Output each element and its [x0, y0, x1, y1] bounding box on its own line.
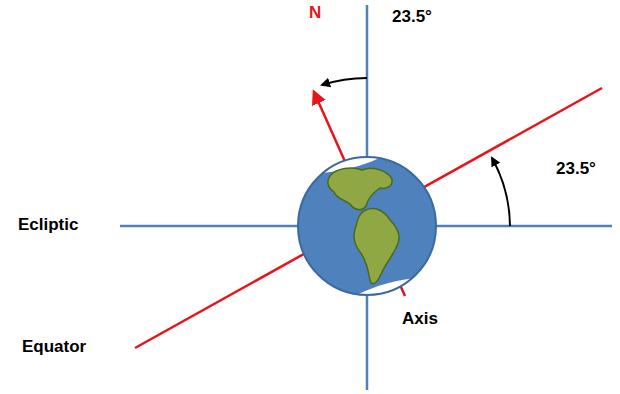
tilt-angle-arc: [322, 78, 367, 85]
north-label: N: [309, 4, 321, 23]
ecliptic-label: Ecliptic: [18, 216, 78, 235]
equator-angle-arc: [492, 158, 510, 226]
axis-label: Axis: [402, 310, 438, 329]
equator-label: Equator: [22, 338, 86, 357]
equator-line: [135, 88, 602, 348]
angle-label: 23.5°: [556, 160, 596, 179]
angle-label: 23.5°: [392, 8, 432, 27]
earth-globe: [298, 142, 436, 312]
